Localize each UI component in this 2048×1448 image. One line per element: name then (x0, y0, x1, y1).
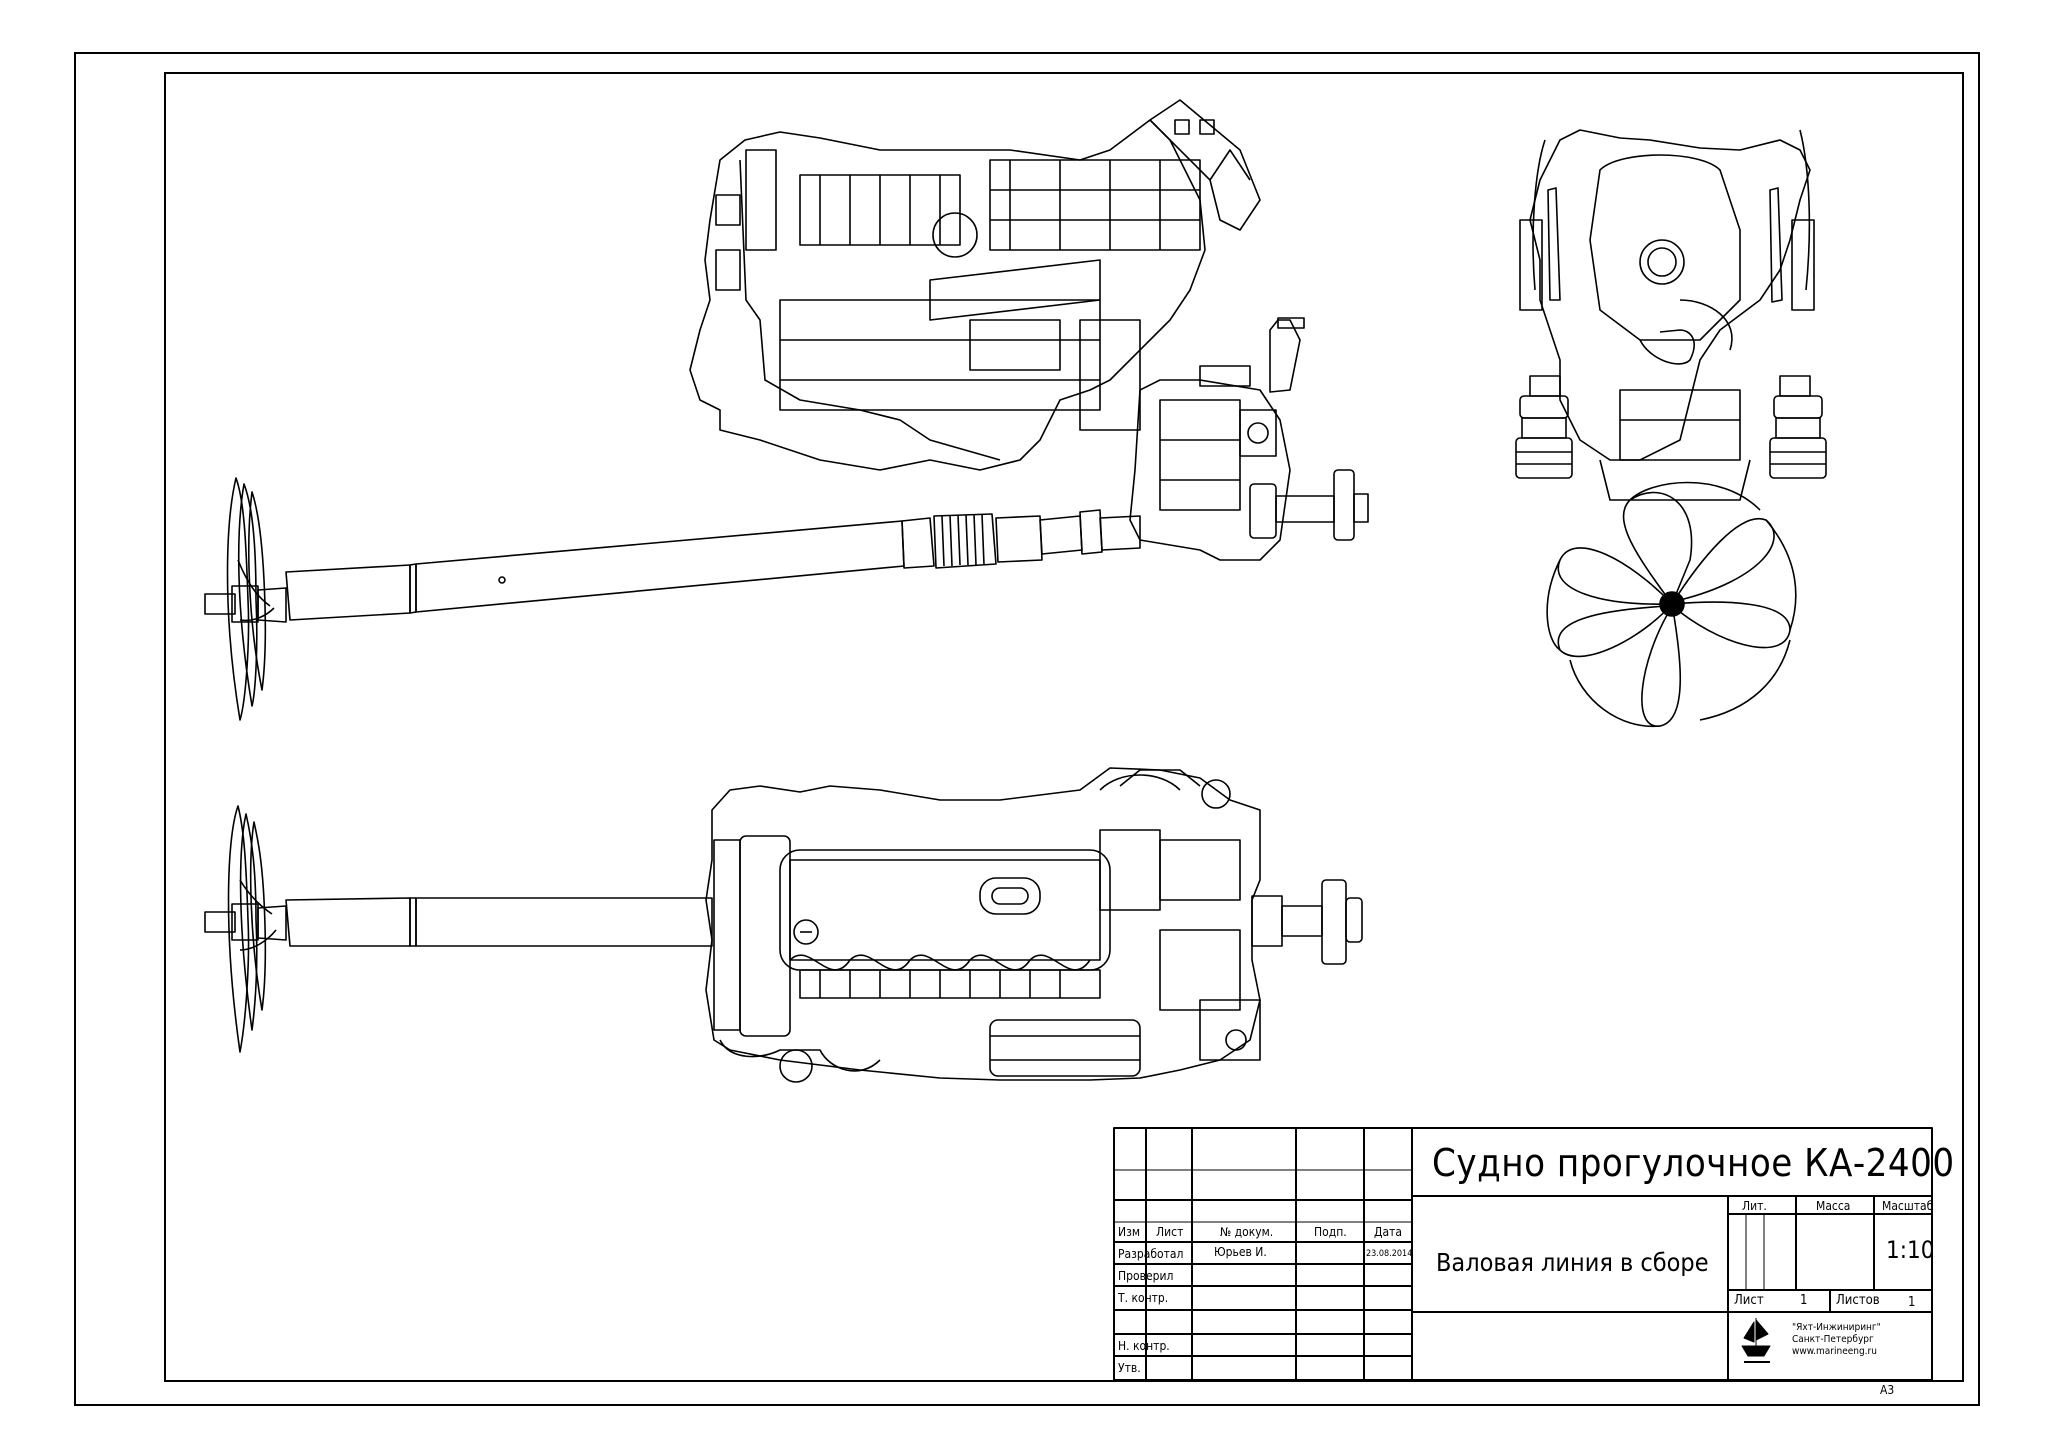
side-view-engine (689, 99, 1305, 561)
scale-value: 1:10 (1886, 1236, 1935, 1264)
sheets-label: Листов (1836, 1293, 1880, 1308)
lit-label: Лит. (1742, 1199, 1767, 1213)
drawing-name: Валовая линия в сборе (1436, 1248, 1709, 1277)
end-view-mounts (1515, 375, 1827, 479)
drawing-title: Судно прогулочное КА-2400 (1432, 1141, 1955, 1185)
end-view-engine (1515, 129, 1827, 501)
role-tech-control: Т. контр. (1118, 1291, 1169, 1305)
sheet-outer-border (74, 52, 1980, 1406)
col-header-sign: Подп. (1314, 1225, 1347, 1239)
col-header-list: Лист (1156, 1225, 1184, 1239)
plan-view-propeller (204, 805, 287, 1053)
role-norm-control: Н. контр. (1118, 1339, 1170, 1353)
col-header-izm: Изм (1118, 1225, 1140, 1239)
side-view-shaft (285, 509, 1141, 621)
side-view (204, 99, 1369, 721)
drawing-frame (164, 72, 1964, 1382)
side-view-output-flange (1249, 469, 1369, 541)
plan-view-engine (705, 767, 1261, 1083)
col-header-date: Дата (1374, 1225, 1402, 1239)
plan-view-shaft (285, 897, 713, 947)
end-view (1515, 129, 1827, 728)
role-developer: Разработал (1118, 1247, 1184, 1261)
developer-date: 23.08.2014 (1366, 1249, 1413, 1259)
scale-label: Масштаб (1882, 1199, 1934, 1213)
role-approved: Утв. (1118, 1361, 1141, 1375)
sheet-label: Лист (1734, 1293, 1764, 1308)
side-view-propeller (204, 477, 287, 721)
plan-view (204, 767, 1363, 1083)
end-view-propeller (1546, 481, 1797, 728)
title-block-grid (1113, 1127, 1933, 1381)
col-header-doc-no: № докум. (1220, 1225, 1274, 1239)
sheet-value: 1 (1800, 1293, 1808, 1308)
ship-logo-icon (1741, 1318, 1771, 1363)
plan-view-output-flange (1251, 879, 1363, 965)
sheet-format: А3 (1880, 1383, 1895, 1397)
organization-info: "Яхт-Инжиниринг" Санкт-Петербург www.mar… (1792, 1322, 1881, 1357)
developer-name: Юрьев И. (1214, 1245, 1267, 1259)
mass-label: Масса (1816, 1199, 1851, 1213)
sheets-value: 1 (1908, 1295, 1916, 1310)
role-checked: Проверил (1118, 1269, 1174, 1283)
